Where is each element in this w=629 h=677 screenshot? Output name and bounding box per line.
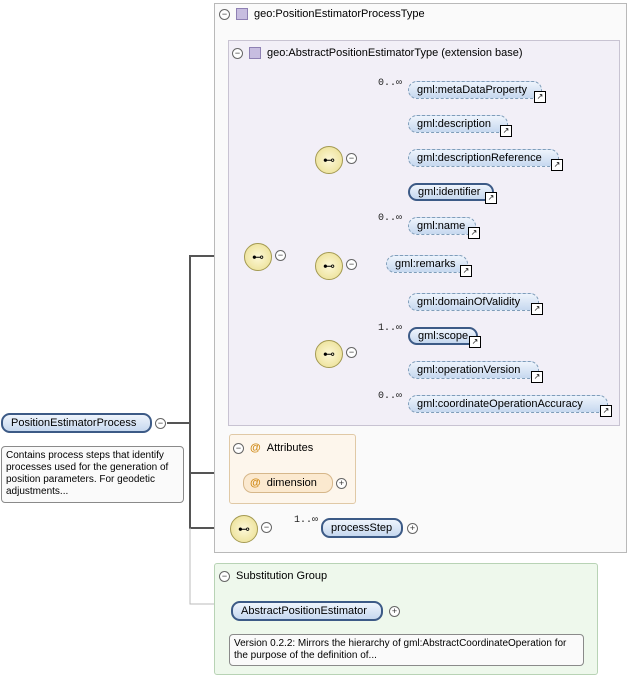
attribute-dimension[interactable]: @ dimension (243, 473, 333, 493)
reference-icon: ↗ (551, 159, 563, 171)
element-label: gml:identifier (418, 186, 481, 198)
element-label: processStep (331, 522, 393, 534)
reference-icon: ↗ (485, 192, 497, 204)
element-abstractpositionestimator[interactable]: AbstractPositionEstimator (231, 601, 383, 621)
element-label: gml:coordinateOperationAccuracy (417, 398, 583, 410)
outer-type-label: geo:PositionEstimatorProcessType (254, 8, 425, 20)
collapse-icon[interactable]: − (261, 522, 272, 533)
element-label: gml:metaDataProperty (417, 84, 528, 96)
reference-icon: ↗ (531, 371, 543, 383)
collapse-icon[interactable]: − (346, 347, 357, 358)
attributes-header: − @ Attributes (233, 442, 313, 454)
reference-icon: ↗ (534, 91, 546, 103)
element-label: gml:descriptionReference (417, 152, 542, 164)
reference-icon: ↗ (460, 265, 472, 277)
element-label: gml:operationVersion (417, 364, 521, 376)
element-label: gml:remarks (395, 258, 456, 270)
element-coordinateoperationaccuracy[interactable]: gml:coordinateOperationAccuracy ↗ (408, 395, 612, 417)
root-documentation: Contains process steps that identify pro… (1, 446, 184, 503)
expand-icon[interactable]: + (336, 478, 347, 489)
substitution-title: Substitution Group (236, 570, 328, 582)
collapse-icon[interactable]: − (155, 418, 166, 429)
sequence-icon[interactable]: ⊷ (315, 146, 343, 174)
element-label: gml:description (417, 118, 491, 130)
cardinality: 0..∞ (378, 213, 403, 224)
element-metadataproperty[interactable]: gml:metaDataProperty ↗ (408, 81, 546, 103)
cardinality: 1..∞ (294, 515, 319, 526)
element-descriptionreference[interactable]: gml:descriptionReference ↗ (408, 149, 563, 171)
sequence-icon[interactable]: ⊷ (230, 515, 258, 543)
extension-header: − geo:AbstractPositionEstimatorType (ext… (232, 47, 523, 59)
reference-icon: ↗ (469, 336, 481, 348)
element-identifier[interactable]: gml:identifier ↗ (408, 183, 497, 204)
element-scope[interactable]: gml:scope↗ (408, 327, 481, 348)
collapse-icon[interactable]: − (219, 8, 230, 20)
substitution-documentation: Version 0.2.2: Mirrors the hierarchy of … (229, 634, 584, 666)
attribute-label: dimension (266, 477, 317, 489)
reference-icon: ↗ (531, 303, 543, 315)
expand-icon[interactable]: + (407, 523, 418, 534)
reference-icon: ↗ (500, 125, 512, 137)
element-remarks[interactable]: gml:remarks ↗ (386, 255, 472, 277)
element-processstep[interactable]: processStep (321, 518, 403, 538)
outer-type-header: − geo:PositionEstimatorProcessType (219, 8, 425, 20)
root-element-label: PositionEstimatorProcess (11, 417, 137, 429)
collapse-icon[interactable]: − (219, 570, 230, 582)
reference-icon: ↗ (468, 227, 480, 239)
element-operationversion[interactable]: gml:operationVersion ↗ (408, 361, 543, 383)
element-description[interactable]: gml:description ↗ (408, 115, 512, 137)
collapse-icon[interactable]: − (233, 442, 244, 454)
collapse-icon[interactable]: − (232, 47, 243, 59)
sequence-icon[interactable]: ⊷ (315, 252, 343, 280)
element-domainofvalidity[interactable]: gml:domainOfValidity ↗ (408, 293, 543, 315)
cardinality: 1..∞ (378, 323, 403, 334)
complex-type-icon (249, 47, 261, 59)
root-documentation-text: Contains process steps that identify pro… (6, 450, 169, 497)
root-element[interactable]: PositionEstimatorProcess (1, 413, 152, 433)
collapse-icon[interactable]: − (346, 259, 357, 270)
attribute-icon: @ (250, 442, 261, 454)
collapse-icon[interactable]: − (275, 250, 286, 261)
attributes-title: Attributes (266, 442, 314, 454)
reference-icon: ↗ (600, 405, 612, 417)
element-label: AbstractPositionEstimator (241, 605, 367, 617)
main-sequence-icon[interactable]: ⊷ (244, 243, 272, 271)
substitution-documentation-text: Version 0.2.2: Mirrors the hierarchy of … (234, 638, 567, 661)
element-name[interactable]: gml:name↗ (408, 217, 480, 239)
complex-type-icon (236, 8, 248, 20)
element-label: gml:name (417, 220, 466, 232)
substitution-header: − Substitution Group (219, 570, 327, 582)
expand-icon[interactable]: + (389, 606, 400, 617)
element-label: gml:scope (418, 330, 469, 342)
cardinality: 0..∞ (378, 391, 403, 402)
cardinality: 0..∞ (378, 78, 403, 89)
element-label: gml:domainOfValidity (417, 296, 521, 308)
extension-label: geo:AbstractPositionEstimatorType (exten… (267, 47, 523, 59)
attribute-icon: @ (250, 477, 261, 489)
sequence-icon[interactable]: ⊷ (315, 340, 343, 368)
collapse-icon[interactable]: − (346, 153, 357, 164)
